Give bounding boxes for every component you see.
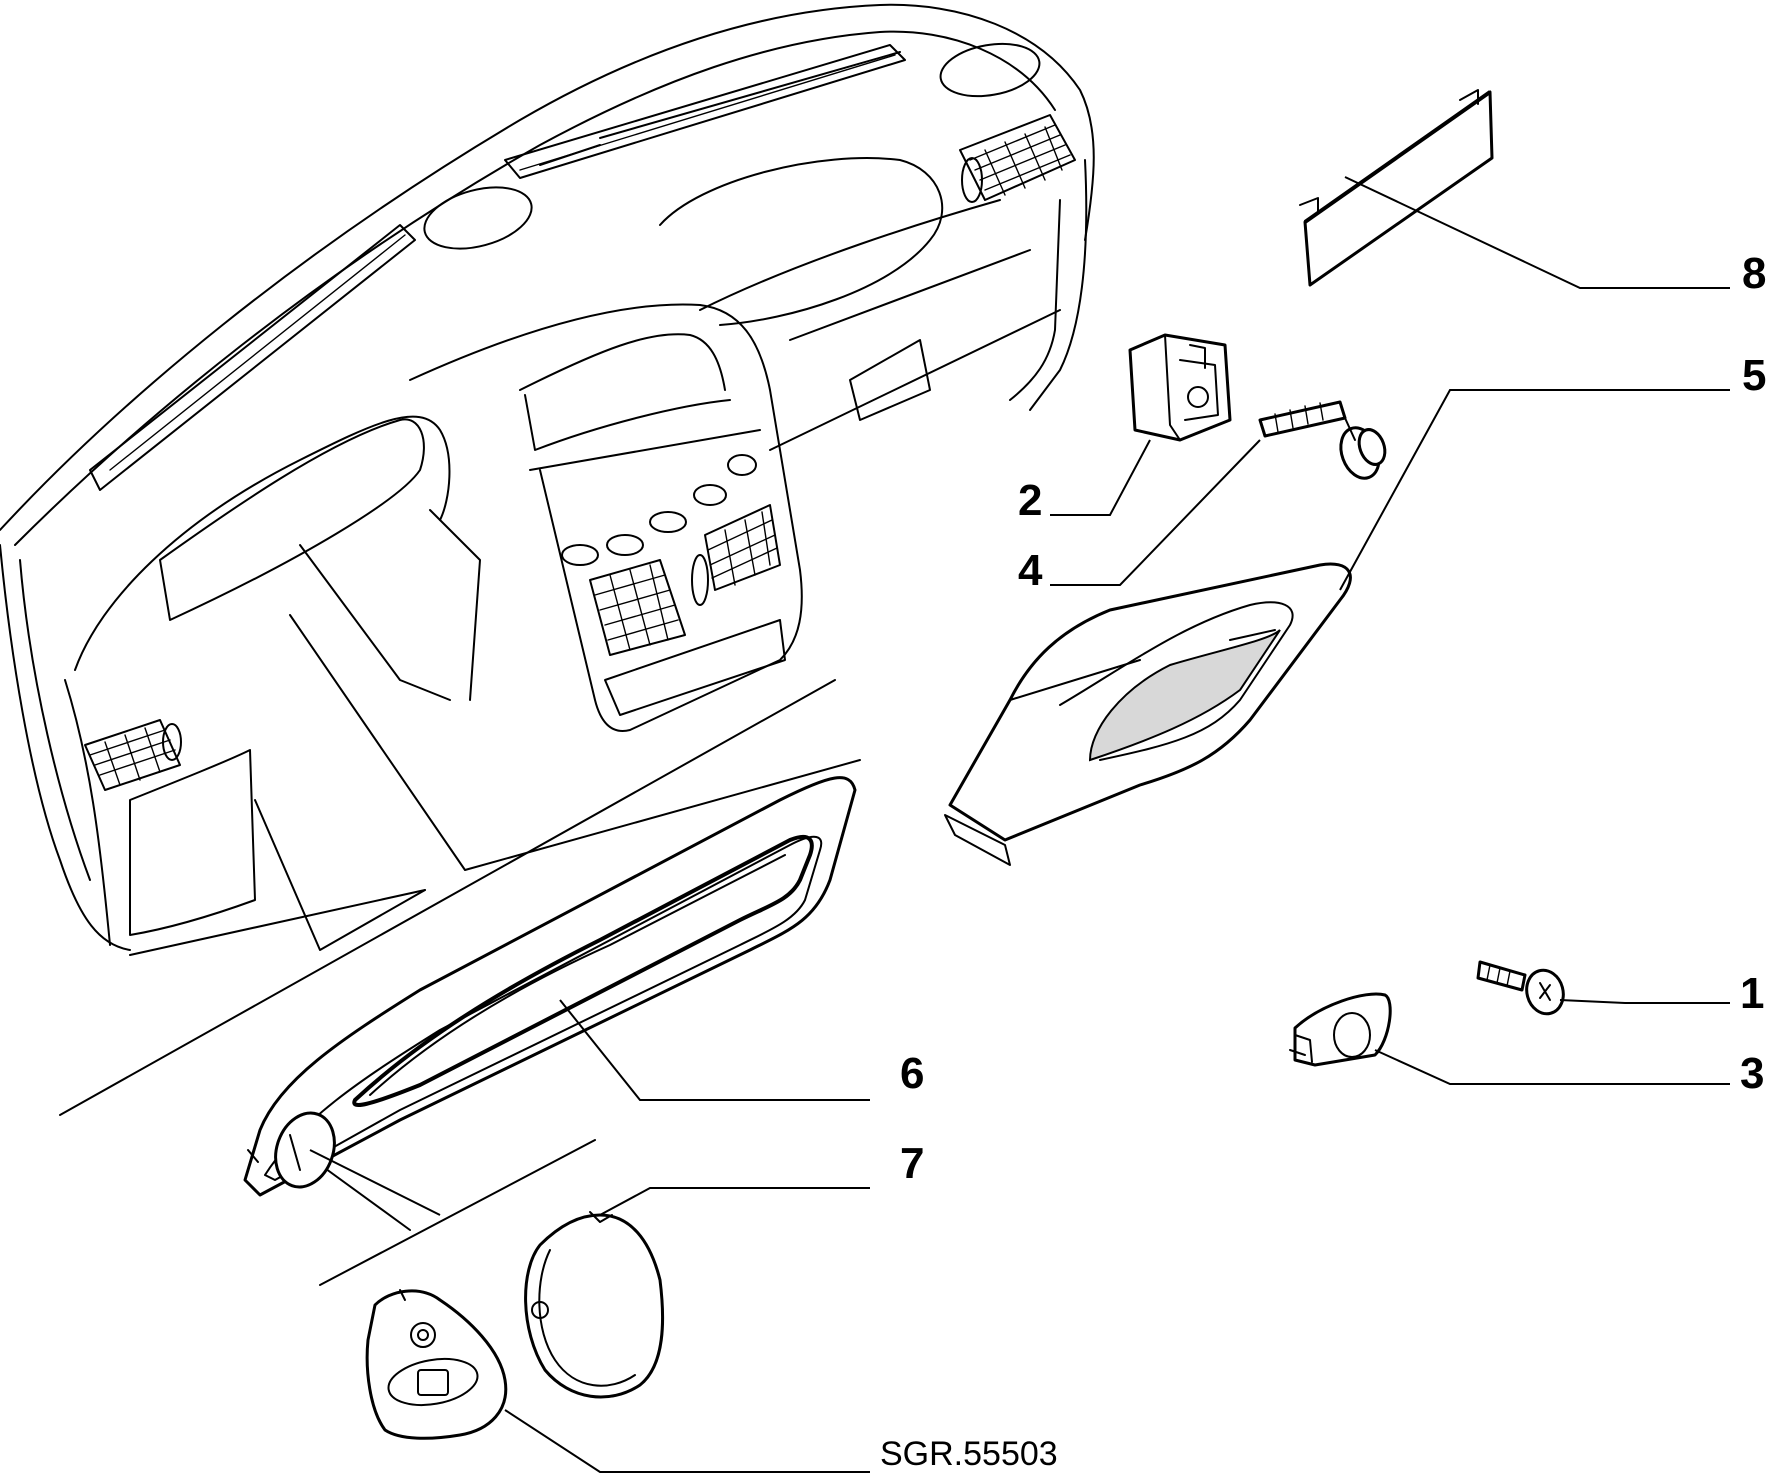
reference-code: SGR.55503 — [880, 1435, 1058, 1473]
callout-3: 3 — [1740, 1049, 1764, 1098]
part-8-blanking-plate — [1299, 89, 1494, 287]
callout-4: 4 — [1018, 546, 1043, 595]
part-3-retainer-clip — [1289, 992, 1392, 1067]
callout-8: 8 — [1742, 249, 1766, 298]
right-air-vent — [959, 114, 1076, 203]
part-5-glove-box — [944, 562, 1352, 866]
part-6-cluster-surround — [243, 776, 857, 1197]
callout-1: 1 — [1740, 969, 1764, 1018]
part-2-clip-nut — [1128, 333, 1232, 442]
callouts: 8 5 2 4 6 7 1 3 SGR.55503 — [880, 249, 1766, 1473]
left-air-vent — [84, 719, 182, 791]
callout-7: 7 — [900, 1139, 924, 1188]
part-1-screw-small — [1476, 960, 1565, 1016]
center-console — [409, 303, 803, 732]
dashboard-assembly — [0, 3, 1095, 1286]
lower-switch-bezel — [365, 1289, 508, 1440]
part-4-screw-large — [1258, 400, 1387, 480]
part-7-round-cover — [524, 1211, 665, 1399]
callout-6: 6 — [900, 1049, 924, 1098]
callout-5: 5 — [1742, 351, 1766, 400]
callout-2: 2 — [1018, 476, 1042, 525]
leader-lines — [309, 176, 1730, 1473]
